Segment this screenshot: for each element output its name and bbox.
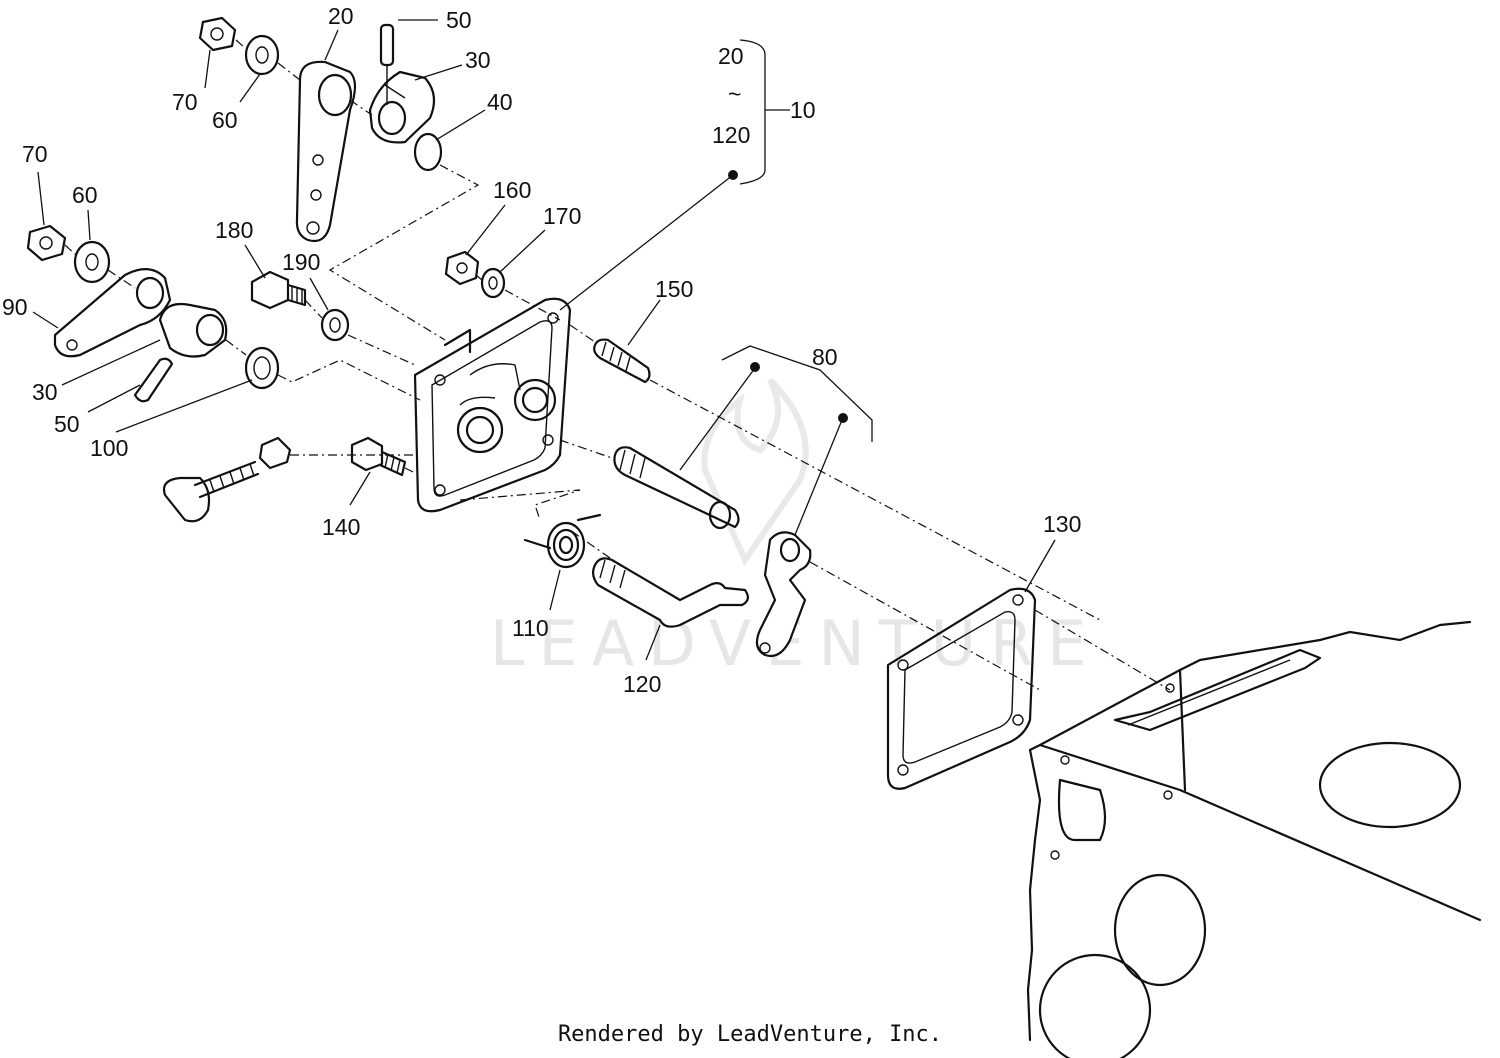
callout-30-top: 30 — [465, 47, 491, 73]
washer-170 — [480, 267, 506, 299]
gasket-130 — [886, 587, 1037, 790]
engine-block — [1026, 620, 1482, 1058]
leader-lines — [32, 19, 1056, 661]
collar-30-top — [368, 70, 436, 144]
nut-70-top — [198, 16, 237, 52]
callout-150: 150 — [655, 276, 693, 302]
washer-60-left — [73, 240, 111, 284]
leader-dot-80-b — [838, 413, 848, 423]
snap-ring-40 — [413, 132, 443, 172]
callout-180: 180 — [215, 217, 253, 243]
rendered-by-footer: Rendered by LeadVenture, Inc. — [557, 1022, 943, 1047]
leader-dot-assembly — [728, 170, 738, 180]
alignment-lines — [64, 39, 1171, 691]
bolt-140 — [350, 436, 407, 477]
callout-160: 160 — [493, 177, 531, 203]
callout-60-top: 60 — [212, 107, 238, 133]
adjuster-screw — [162, 436, 292, 523]
callout-140: 140 — [322, 514, 360, 540]
pin-50-top — [379, 23, 395, 105]
bolt-180 — [250, 270, 307, 310]
leader-dot-80-a — [750, 362, 760, 372]
callout-90: 90 — [2, 294, 28, 320]
nut-70-left — [26, 224, 67, 262]
stud-150 — [593, 338, 651, 384]
pin-50-left — [133, 357, 174, 403]
lever-20 — [295, 60, 357, 243]
watermark-flame-icon — [701, 377, 809, 567]
callout-70-top: 70 — [172, 89, 198, 115]
lever-90 — [53, 268, 172, 358]
callout-30-left: 30 — [32, 379, 58, 405]
nut-160 — [444, 250, 480, 286]
washer-190 — [320, 308, 350, 342]
washer-60-top — [244, 34, 280, 76]
callout-50-top: 50 — [446, 7, 472, 33]
callout-170: 170 — [543, 203, 581, 229]
seal-100 — [244, 346, 280, 390]
governor-cover-housing — [413, 297, 572, 513]
callout-190: 190 — [282, 249, 320, 275]
shaft-80 — [613, 446, 812, 658]
callout-110: 110 — [512, 615, 549, 641]
callout-100: 100 — [90, 435, 128, 461]
callout-120: 120 — [623, 671, 661, 697]
spring-110 — [523, 513, 602, 569]
callout-70-left: 70 — [22, 141, 48, 167]
collar-30-left — [158, 302, 228, 358]
callout-40: 40 — [487, 89, 513, 115]
assembly-callout-10: 10 — [790, 97, 816, 123]
callout-50-left: 50 — [54, 411, 80, 437]
callout-labels: 20 50 30 40 70 60 70 60 90 30 50 100 180… — [2, 3, 1081, 697]
callout-20: 20 — [328, 3, 354, 29]
callout-80: 80 — [812, 344, 838, 370]
callout-60-left: 60 — [72, 182, 98, 208]
range-separator: ~ — [728, 81, 741, 107]
shaft-120 — [591, 557, 749, 628]
range-start-label: 20 — [718, 43, 744, 69]
callout-130: 130 — [1043, 511, 1081, 537]
range-end-label: 120 — [712, 122, 750, 148]
